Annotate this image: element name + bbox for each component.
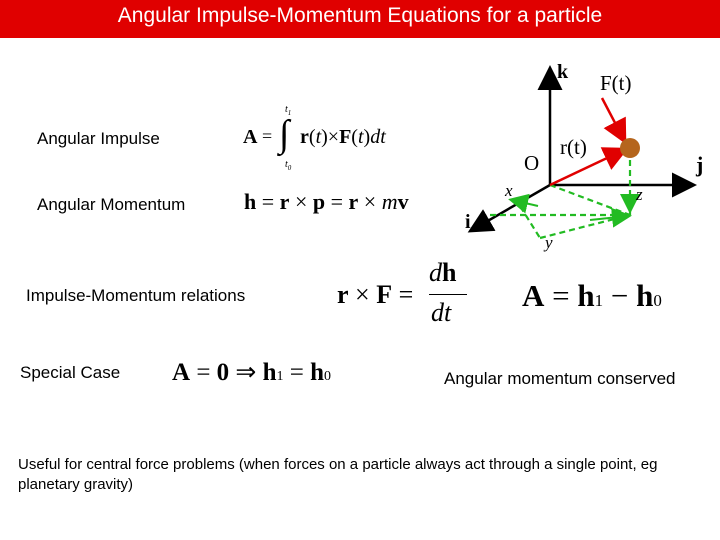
i-label: i bbox=[465, 211, 471, 233]
k-label: k bbox=[557, 61, 569, 83]
special-case-label: Special Case bbox=[20, 363, 121, 382]
title-bar bbox=[0, 0, 720, 38]
position-vector bbox=[549, 147, 629, 187]
angular-impulse-label: Angular Impulse bbox=[37, 129, 160, 148]
conserved-label: Angular momentum conserved bbox=[444, 369, 676, 388]
note-text: Useful for central force problems (when … bbox=[18, 456, 658, 494]
impulse-momentum-relations-label: Impulse-Momentum relations bbox=[26, 286, 246, 305]
j-label: j bbox=[695, 152, 703, 177]
z-label: z bbox=[635, 185, 643, 204]
force-label: F(t) bbox=[600, 71, 632, 95]
force-vector bbox=[600, 97, 627, 145]
relation-difference-equation: A = h1 − h0 bbox=[522, 278, 662, 313]
slide-title: Angular Impulse-Momentum Equations for a… bbox=[117, 4, 603, 27]
special-case-equation: A = 0 ⇒ h1 = h0 bbox=[172, 359, 332, 386]
x-label: x bbox=[504, 181, 513, 200]
vector-diagram: k F(t) r(t) O j i x y z bbox=[465, 61, 703, 252]
particle bbox=[620, 138, 640, 158]
position-label: r(t) bbox=[560, 135, 587, 159]
relation-derivative-equation: r × F = dh dt bbox=[337, 258, 477, 333]
angular-momentum-label: Angular Momentum bbox=[37, 195, 186, 214]
angular-momentum-equation: h = r × p = r × mv bbox=[244, 189, 409, 214]
origin-label: O bbox=[524, 151, 539, 175]
angular-impulse-equation: A = ∫ t1 t0 r(t)×F(t)dt bbox=[243, 104, 386, 172]
y-label: y bbox=[543, 233, 553, 252]
